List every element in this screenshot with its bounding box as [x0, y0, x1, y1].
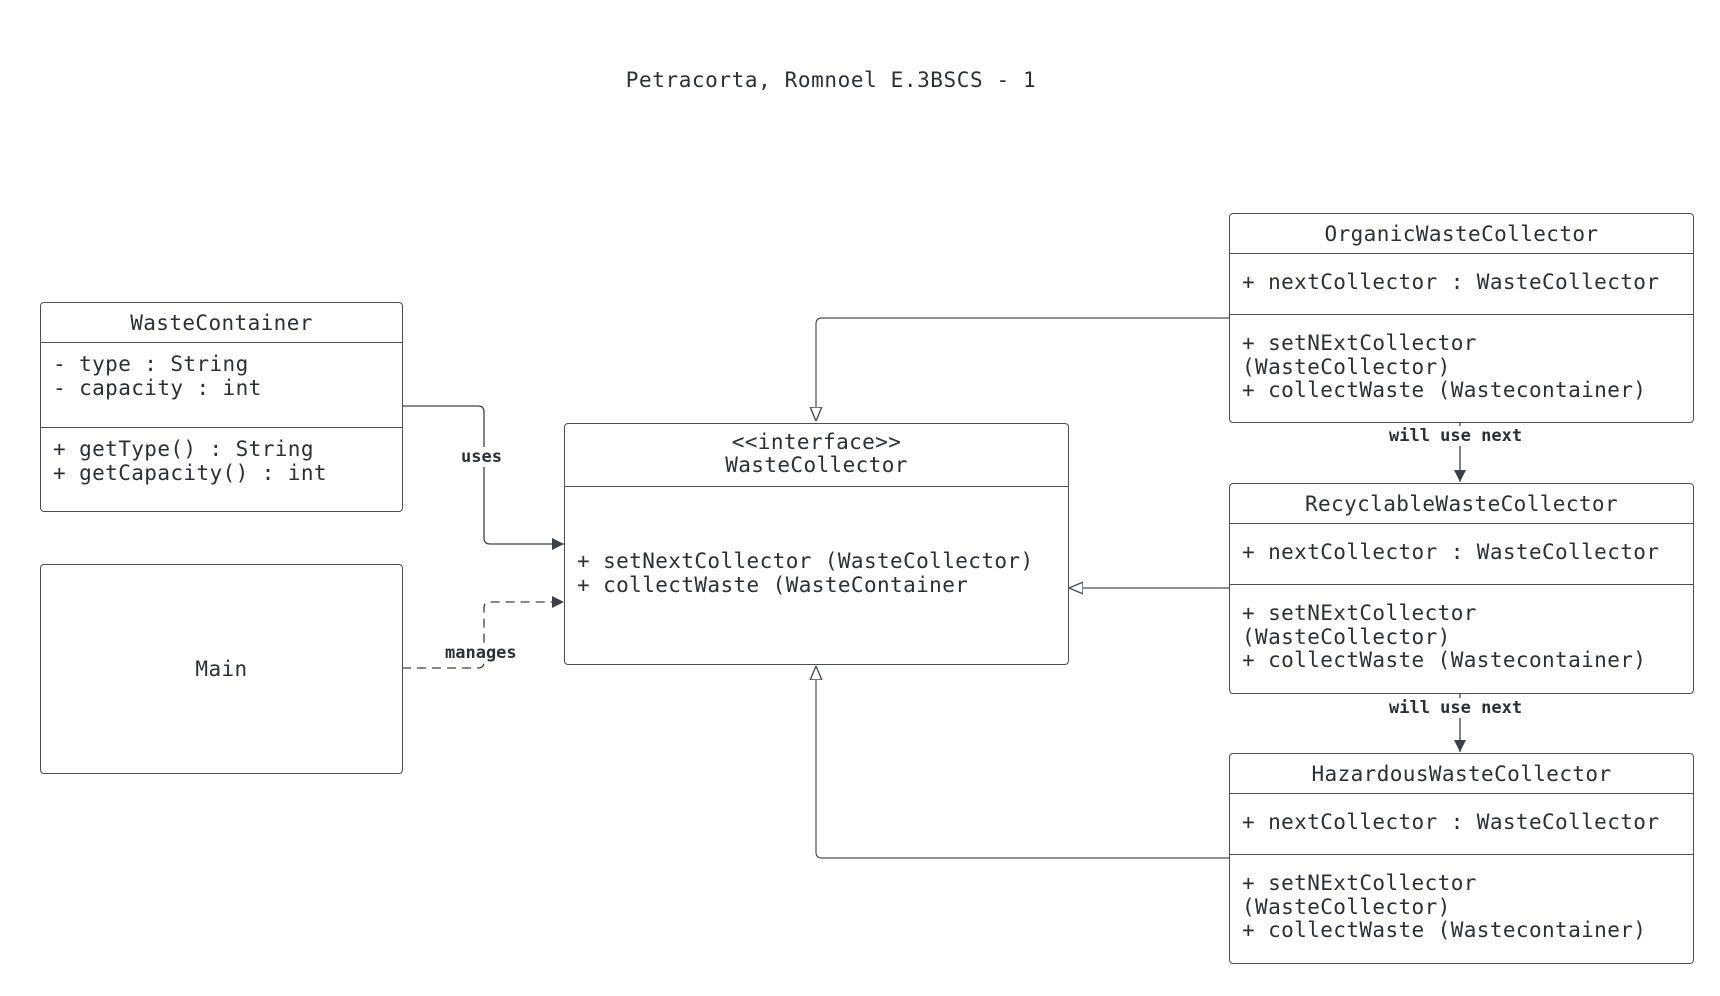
- attribute-section: + nextCollector : WasteCollector: [1230, 524, 1693, 585]
- attribute-section: - type : String- capacity : int: [41, 343, 402, 428]
- method: (WasteCollector): [1242, 894, 1451, 919]
- class-main[interactable]: Main: [40, 564, 403, 774]
- attribute: - capacity : int: [53, 375, 262, 400]
- edge-label-next-1: will use next: [1387, 426, 1525, 446]
- method: (WasteCollector): [1242, 354, 1451, 379]
- stereotype: <<interface>>: [731, 430, 902, 454]
- edge-manages: [402, 596, 564, 669]
- method-section: + getType() : String+ getCapacity() : in…: [41, 428, 402, 485]
- interface-waste-collector[interactable]: <<interface>> WasteCollector + setNextCo…: [564, 423, 1069, 665]
- edge-uses: [402, 405, 564, 550]
- method: + collectWaste (Wastecontainer): [1242, 918, 1647, 942]
- method: + collectWaste (Wastecontainer): [1242, 648, 1647, 672]
- class-waste-container[interactable]: WasteContainer - type : String- capacity…: [40, 302, 403, 512]
- attribute: + nextCollector : WasteCollector: [1242, 270, 1660, 294]
- edge-organic-realizes: [816, 317, 1229, 421]
- method: + setNExtCollector: [1242, 331, 1477, 355]
- attribute: + nextCollector : WasteCollector: [1242, 810, 1660, 834]
- attribute-section: + nextCollector : WasteCollector: [1230, 254, 1693, 315]
- method: + getType() : String: [53, 437, 314, 461]
- method: + getCapacity() : int: [53, 460, 327, 485]
- class-name: HazardousWasteCollector: [1230, 754, 1693, 794]
- class-name: OrganicWasteCollector: [1230, 214, 1693, 254]
- method: + setNExtCollector: [1242, 871, 1477, 895]
- method: + collectWaste (Wastecontainer): [1242, 378, 1647, 402]
- method: + setNExtCollector: [1242, 601, 1477, 625]
- method-section: + setNExtCollector(WasteCollector)+ coll…: [1230, 315, 1693, 403]
- class-recyclable-waste-collector[interactable]: RecyclableWasteCollector + nextCollector…: [1229, 483, 1694, 694]
- method: + setNextCollector (WasteCollector): [577, 549, 1034, 573]
- method-section: + setNExtCollector(WasteCollector)+ coll…: [1230, 855, 1693, 943]
- edge-hazardous-realizes: [816, 666, 1229, 859]
- edge-label-manages: manages: [443, 643, 519, 663]
- method-section: + setNExtCollector(WasteCollector)+ coll…: [1230, 585, 1693, 673]
- class-name: RecyclableWasteCollector: [1230, 484, 1693, 524]
- class-name: WasteCollector: [725, 453, 908, 477]
- attribute: - type : String: [53, 352, 249, 376]
- interface-header: <<interface>> WasteCollector: [565, 424, 1068, 487]
- method-section: + setNextCollector (WasteCollector)+ col…: [565, 487, 1068, 597]
- class-organic-waste-collector[interactable]: OrganicWasteCollector + nextCollector : …: [1229, 213, 1694, 423]
- method: (WasteCollector): [1242, 624, 1451, 649]
- attribute: + nextCollector : WasteCollector: [1242, 540, 1660, 564]
- edge-label-uses: uses: [459, 447, 504, 467]
- edge-label-next-2: will use next: [1387, 698, 1525, 718]
- class-hazardous-waste-collector[interactable]: HazardousWasteCollector + nextCollector …: [1229, 753, 1694, 964]
- method: + collectWaste (WasteContainer: [577, 572, 969, 597]
- class-name: WasteContainer: [41, 303, 402, 343]
- attribute-section: + nextCollector : WasteCollector: [1230, 794, 1693, 855]
- diagram-title: Petracorta, Romnoel E.3BSCS - 1: [625, 68, 1037, 92]
- class-name: Main: [195, 657, 248, 681]
